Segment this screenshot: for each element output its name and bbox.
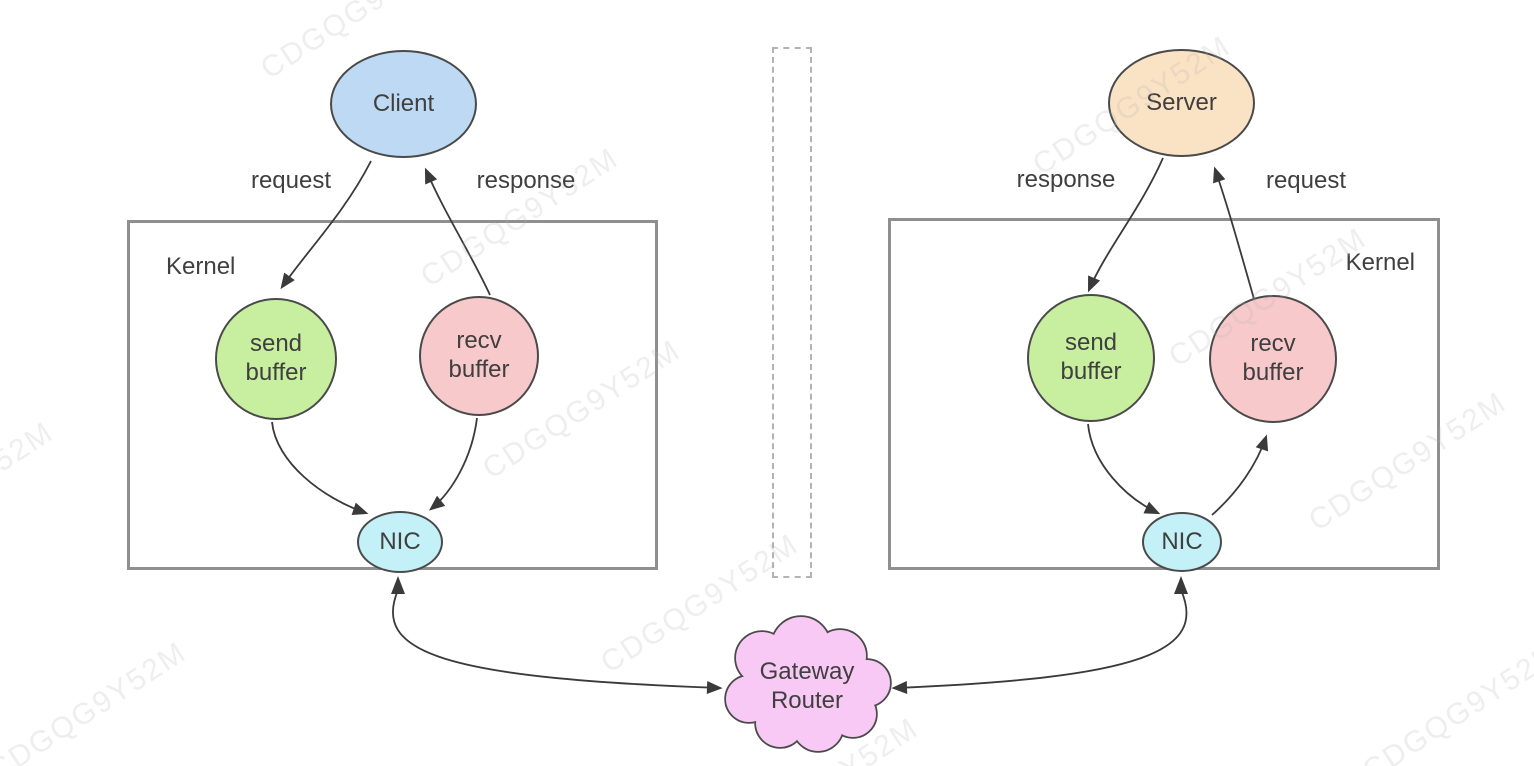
arrowhead-up-client-nic [391, 576, 405, 594]
server-nic-node: NIC [1142, 512, 1222, 572]
gateway-router-label: Gateway Router [759, 658, 855, 714]
watermark-text: CDGQG9Y52M [0, 635, 193, 766]
client-recv-buffer-node: recv buffer [419, 296, 539, 416]
client-recv-buffer-label: recv buffer [448, 327, 510, 383]
server-response-label: response [1016, 166, 1116, 193]
server-node: Server [1108, 49, 1255, 157]
server-send-buffer-node: send buffer [1027, 294, 1155, 422]
watermark-text: CDGQG9Y52M [1356, 635, 1534, 766]
network-divider [772, 47, 812, 578]
client-response-label: response [476, 167, 576, 194]
client-kernel-label: Kernel [166, 253, 236, 280]
client-node: Client [330, 50, 477, 158]
client-send-buffer-node: send buffer [215, 298, 337, 420]
server-nic-label: NIC [1161, 528, 1203, 555]
watermark-text: CDGQG9Y52M [715, 712, 925, 766]
server-recv-buffer-label: recv buffer [1242, 330, 1304, 386]
server-send-buffer-label: send buffer [1060, 329, 1122, 385]
client-nic-label: NIC [379, 528, 421, 555]
server-kernel-label: Kernel [1345, 249, 1415, 276]
arrowhead-up-server-nic [1174, 576, 1188, 594]
client-send-buffer-label: send buffer [245, 330, 307, 386]
server-request-label: request [1265, 167, 1347, 194]
watermark-text: CDGQG9Y52M [0, 415, 60, 568]
client-label: Client [372, 90, 435, 117]
client-nic-node: NIC [357, 511, 443, 573]
client-request-label: request [250, 167, 332, 194]
arrow-server-nic-to-gateway [891, 589, 1188, 694]
arrow-client-nic-to-gateway [392, 589, 723, 695]
server-recv-buffer-node: recv buffer [1209, 295, 1337, 423]
server-label: Server [1146, 89, 1217, 116]
